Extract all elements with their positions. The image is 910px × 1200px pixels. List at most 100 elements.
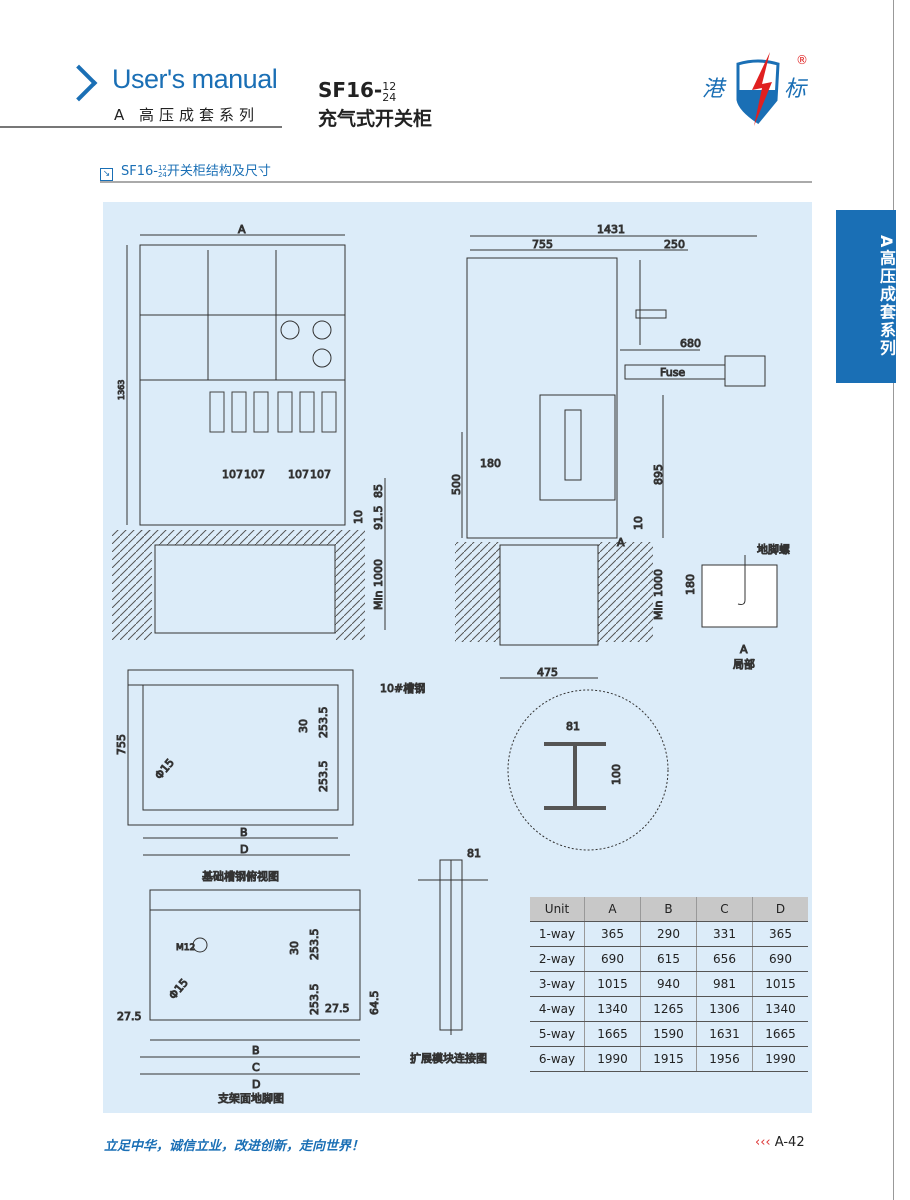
- header-cell: B: [640, 897, 697, 922]
- lightning-icon: [752, 52, 772, 126]
- header-rule: [0, 126, 282, 128]
- table-cell: 690: [752, 946, 808, 972]
- table-cell: 1990: [584, 1046, 641, 1072]
- product-subtitle: 充气式开关柜: [318, 108, 433, 130]
- dim-85: 85: [372, 484, 385, 498]
- dim-755: 755: [532, 238, 553, 251]
- table-cell: 1340: [584, 996, 641, 1022]
- footer-slogan: 立足中华，诚信立业，改进创新，走向世界！: [104, 1139, 365, 1154]
- table-cell: 656: [696, 946, 753, 972]
- dim-895: 895: [652, 464, 665, 485]
- brand-logo: 港 标 ®: [702, 52, 809, 126]
- frame-caption: 支架面地脚图: [218, 1091, 284, 1105]
- dim-C-frame: C: [252, 1061, 260, 1074]
- extension-caption: 扩展模块连接图: [410, 1051, 487, 1065]
- section-rule: [100, 181, 812, 183]
- side-view-drawing: [455, 235, 766, 679]
- manual-title: User's manual: [112, 64, 278, 94]
- table-cell: 1265: [640, 996, 697, 1022]
- voltage-24: 24: [382, 90, 397, 104]
- dim-phi-15: Φ15: [152, 756, 177, 782]
- dim-107: 107: [310, 468, 331, 481]
- dim-10-side: 10: [632, 516, 645, 530]
- table-cell: 2-way: [530, 946, 585, 972]
- logo-char-left: 港: [702, 77, 727, 102]
- dim-100: 100: [610, 764, 623, 785]
- table-cell: 1-way: [530, 921, 585, 947]
- detail-marker-A: A: [617, 536, 625, 549]
- series-label: A 高压成套系列: [114, 106, 260, 124]
- dim-B: B: [240, 826, 248, 839]
- dim-81-ext: 81: [467, 847, 481, 860]
- dim-A-front: A: [238, 223, 246, 236]
- dim-250: 250: [664, 238, 685, 251]
- dim-27.5: 27.5: [325, 1002, 350, 1015]
- arrow-box-icon: ↘: [100, 168, 113, 181]
- table-cell: 290: [640, 921, 697, 947]
- table-cell: 3-way: [530, 971, 585, 997]
- model-prefix: SF16-: [318, 78, 383, 102]
- dim-755-base: 755: [115, 734, 128, 755]
- dim-91.5: 91.5: [372, 506, 385, 531]
- section-model: SF16-: [121, 164, 158, 179]
- dim-1363: 1363: [117, 380, 126, 400]
- dim-64.5: 64.5: [368, 991, 381, 1016]
- header-cell: D: [752, 897, 808, 922]
- dim-107: 107: [288, 468, 309, 481]
- fuse-label: Fuse: [660, 366, 685, 379]
- section-voltage-12: 12: [157, 163, 167, 172]
- side-tab-label: A高压成套系列: [877, 235, 896, 358]
- detail-A-label: A: [740, 643, 748, 656]
- anchor-bolt-label: 地脚螺: [757, 542, 790, 556]
- detail-a-drawing: [701, 564, 778, 628]
- header-cell: C: [696, 897, 753, 922]
- page-number: ‹‹‹ A-42: [755, 1135, 805, 1150]
- registered-mark: ®: [796, 53, 808, 67]
- table-cell: 615: [640, 946, 697, 972]
- table-cell: 1340: [752, 996, 808, 1022]
- dim-107: 107: [222, 468, 243, 481]
- dim-81: 81: [566, 720, 580, 733]
- section-title-text: 开关柜结构及尺寸: [166, 164, 271, 179]
- table-cell: 1915: [640, 1046, 697, 1072]
- dim-475: 475: [537, 666, 558, 679]
- dim-180-side: 180: [480, 457, 501, 470]
- side-tab-series: A高压成套系列: [836, 210, 896, 383]
- table-cell: 365: [584, 921, 641, 947]
- table-cell: 331: [696, 921, 753, 947]
- dim-180-detail: 180: [684, 574, 697, 595]
- table-cell: 5-way: [530, 1021, 585, 1047]
- table-cell: 1015: [752, 971, 808, 997]
- logo-char-right: 标: [784, 77, 809, 102]
- dim-30-frame: 30: [288, 941, 301, 955]
- beam-detail-drawing: [507, 689, 669, 851]
- page-number-text: A-42: [774, 1135, 805, 1150]
- dim-253.5: 253.5: [317, 761, 330, 793]
- detail-caption: 局部: [733, 657, 755, 671]
- frame-drawing: [140, 889, 361, 1075]
- dim-1431: 1431: [597, 223, 625, 236]
- table-cell: 1956: [696, 1046, 753, 1072]
- dim-253.5: 253.5: [317, 707, 330, 739]
- header-cell: Unit: [530, 897, 585, 922]
- dim-D-frame: D: [252, 1078, 260, 1091]
- table-cell: 1590: [640, 1021, 697, 1047]
- table-cell: 1665: [584, 1021, 641, 1047]
- dim-D: D: [240, 843, 248, 856]
- dim-107: 107: [244, 468, 265, 481]
- dim-B-frame: B: [252, 1044, 260, 1057]
- header-cell: A: [584, 897, 641, 922]
- table-cell: 1665: [752, 1021, 808, 1047]
